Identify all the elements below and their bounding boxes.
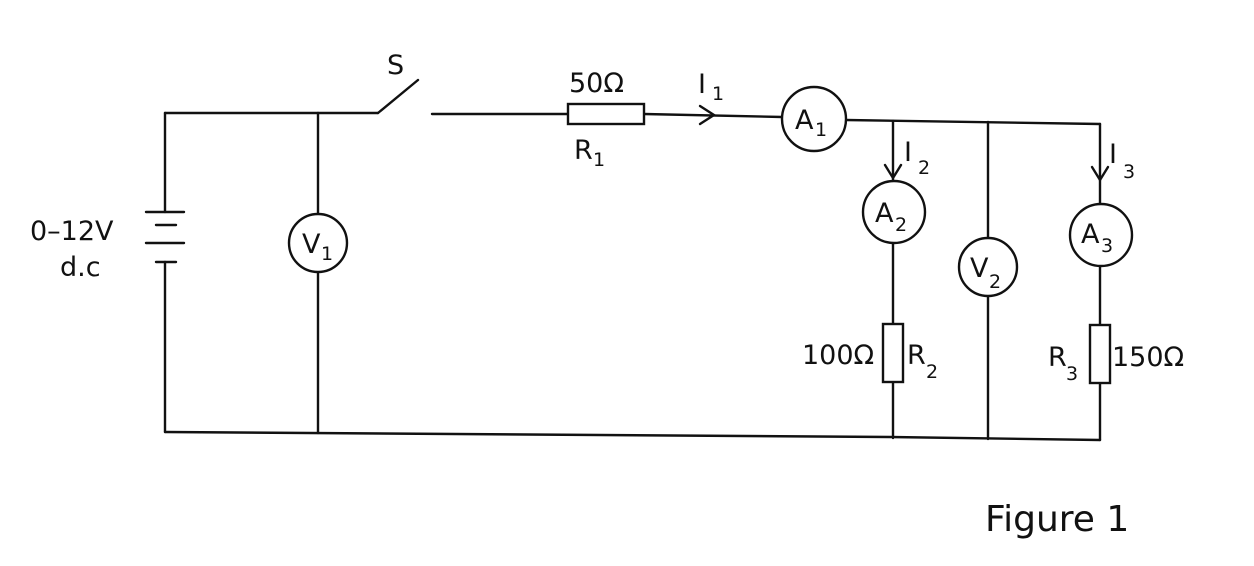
- switch-symbol: [376, 78, 420, 115]
- wires: [163, 111, 1102, 442]
- current-arrow-i2: [883, 163, 903, 181]
- a3-subscript: 3: [1101, 235, 1113, 257]
- a1-label: A: [795, 105, 814, 136]
- i1-subscript: 1: [712, 83, 724, 105]
- v2-subscript: 2: [989, 271, 1001, 293]
- v1-subscript: 1: [321, 243, 333, 265]
- supply-voltage-label: 0–12V: [30, 216, 114, 247]
- resistor-r1: [566, 102, 646, 126]
- a2-subscript: 2: [895, 214, 907, 236]
- r1-name-subscript: 1: [593, 149, 605, 171]
- r3-name-label: R: [1048, 342, 1067, 373]
- v2-label: V: [970, 253, 989, 284]
- voltmeter-v1: [287, 212, 349, 274]
- r2-value-label: 100Ω: [802, 340, 874, 371]
- r2-name-subscript: 2: [926, 361, 938, 383]
- ammeter-a2: [861, 179, 927, 245]
- i2-label: I: [904, 137, 912, 168]
- wire-bottom: [163, 430, 1102, 442]
- supply-type-label: d.c: [60, 252, 101, 283]
- r3-name-subscript: 3: [1066, 363, 1078, 385]
- r1-name-label: R: [574, 135, 593, 166]
- i3-label: I: [1109, 139, 1117, 170]
- a2-label: A: [875, 198, 894, 229]
- battery-symbol: [144, 210, 186, 264]
- ammeter-a1: [780, 85, 848, 153]
- resistor-r3: [1088, 323, 1112, 385]
- r3-value-label: 150Ω: [1112, 342, 1184, 373]
- v1-label: V: [302, 229, 321, 260]
- i2-subscript: 2: [918, 157, 930, 179]
- switch-label: S: [387, 50, 404, 81]
- r1-value-label: 50Ω: [569, 68, 624, 99]
- ammeter-a3: [1068, 202, 1134, 268]
- resistor-r2: [881, 322, 905, 384]
- current-arrow-i1: [698, 104, 717, 126]
- a3-label: A: [1081, 219, 1100, 250]
- i1-label: I: [698, 69, 706, 100]
- current-arrow-i3: [1090, 165, 1110, 183]
- a1-subscript: 1: [815, 119, 827, 141]
- wire-a1-right: [844, 118, 1102, 126]
- i3-subscript: 3: [1123, 161, 1135, 183]
- voltmeter-v2: [957, 236, 1019, 298]
- figure-caption: Figure 1: [985, 499, 1129, 540]
- r2-name-label: R: [907, 340, 926, 371]
